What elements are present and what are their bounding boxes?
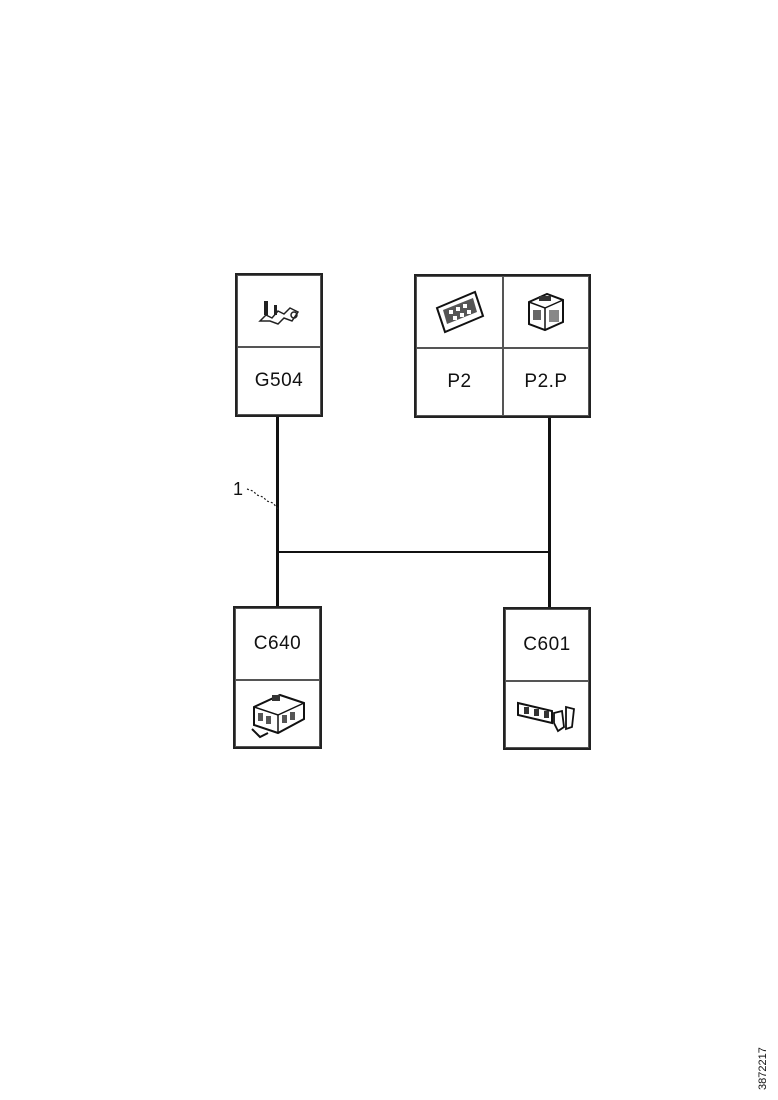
connector-c640[interactable]: C640 bbox=[233, 606, 322, 749]
connector-c640-icon-cell bbox=[235, 680, 320, 747]
connector-c640-label-cell: C640 bbox=[235, 608, 320, 680]
wire-p2p-c601 bbox=[548, 416, 551, 608]
inline-connector-icon bbox=[517, 701, 575, 732]
document-id: 3872217 bbox=[757, 1047, 769, 1090]
connector-p2p-icon-cell[interactable] bbox=[503, 276, 589, 348]
callout-number: 1 bbox=[233, 479, 244, 499]
connector-c601-label: C601 bbox=[523, 634, 571, 655]
terminal-connector-icon bbox=[258, 301, 300, 325]
wire-crossover bbox=[278, 551, 550, 553]
connector-p2p-label-cell: P2.P bbox=[503, 348, 589, 416]
connector-p2p-label: P2.P bbox=[524, 371, 568, 392]
connector-c601-icon-cell bbox=[505, 681, 589, 748]
callout-leader bbox=[246, 488, 279, 510]
connector-p2-icon-cell[interactable] bbox=[416, 276, 503, 348]
connector-g504-label-cell: G504 bbox=[237, 347, 321, 415]
connector-c601[interactable]: C601 bbox=[503, 607, 591, 750]
connector-c601-label-cell: C601 bbox=[505, 609, 589, 681]
connector-p2-label-cell: P2 bbox=[416, 348, 503, 416]
connector-g504-label: G504 bbox=[254, 370, 304, 391]
wire-g504-c640 bbox=[276, 416, 279, 608]
connector-g504[interactable]: G504 bbox=[235, 273, 323, 417]
connector-c640-label: C640 bbox=[253, 633, 302, 654]
connector-p2-label: P2 bbox=[447, 371, 472, 392]
module-connector-icon bbox=[528, 292, 564, 332]
connector-g504-icon-cell bbox=[237, 275, 321, 347]
connector-p2-group: P2 P2.P bbox=[414, 274, 591, 418]
multi-pin-connector-icon bbox=[250, 693, 305, 738]
control-module-icon bbox=[435, 290, 484, 334]
